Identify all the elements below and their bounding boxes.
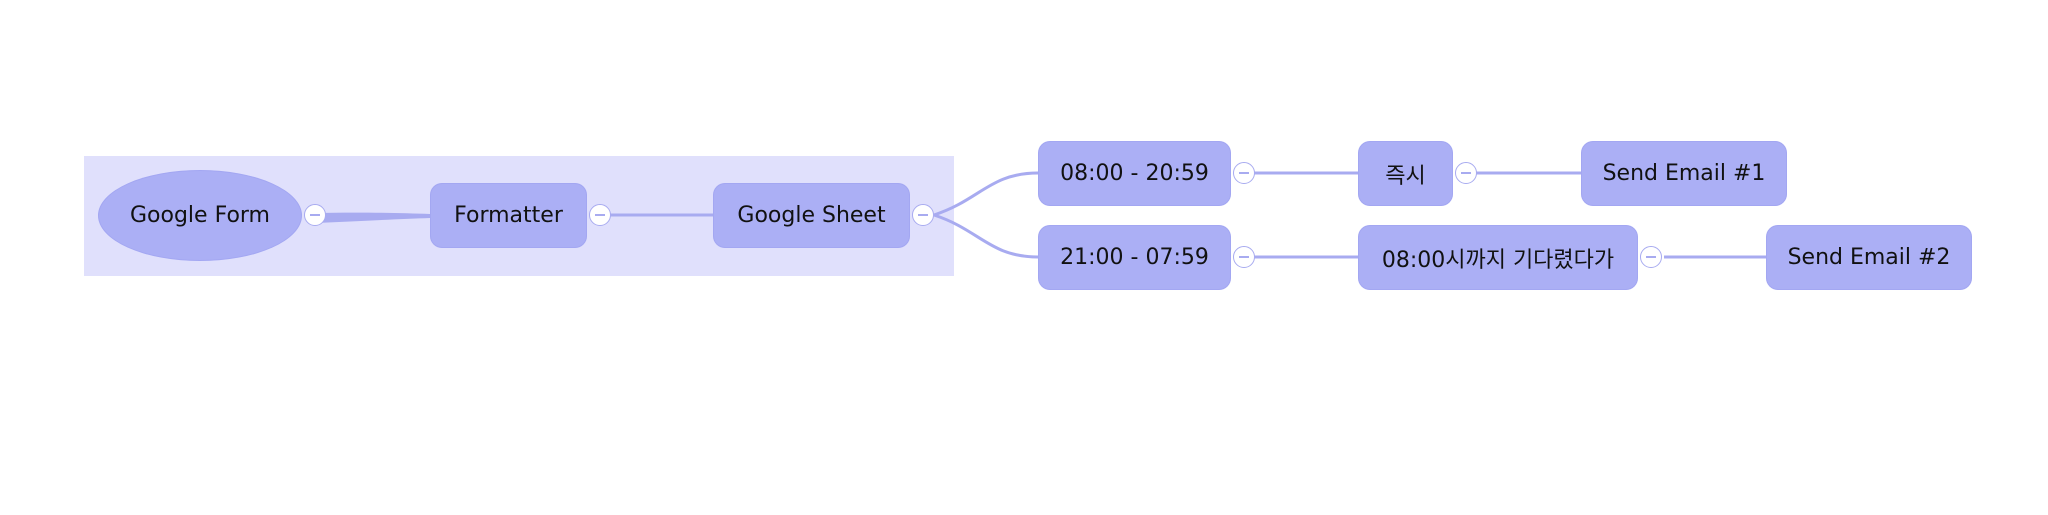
node-send-email-1[interactable]: Send Email #1 bbox=[1581, 141, 1787, 206]
node-send-email-2[interactable]: Send Email #2 bbox=[1766, 225, 1972, 290]
link-google-sheet-time-night bbox=[933, 213, 1039, 259]
node-label: Google Sheet bbox=[737, 203, 886, 228]
node-label: Formatter bbox=[454, 203, 563, 228]
collapse-time-night-icon[interactable] bbox=[1233, 246, 1255, 268]
node-label: Send Email #2 bbox=[1787, 245, 1951, 270]
collapse-time-day-icon[interactable] bbox=[1233, 162, 1255, 184]
collapse-google-sheet-icon[interactable] bbox=[912, 204, 934, 226]
link-google-form-formatter bbox=[316, 212, 430, 223]
node-label: Send Email #1 bbox=[1602, 161, 1766, 186]
node-label: 08:00 - 20:59 bbox=[1060, 161, 1209, 186]
node-label: Google Form bbox=[130, 203, 270, 228]
node-label: 21:00 - 07:59 bbox=[1060, 245, 1209, 270]
node-wait-until-8[interactable]: 08:00시까지 기다렸다가 bbox=[1358, 225, 1638, 290]
collapse-formatter-icon[interactable] bbox=[589, 204, 611, 226]
node-immediately[interactable]: 즉시 bbox=[1358, 141, 1453, 206]
node-google-sheet[interactable]: Google Sheet bbox=[713, 183, 910, 248]
collapse-immediately-icon[interactable] bbox=[1455, 162, 1477, 184]
node-google-form[interactable]: Google Form bbox=[98, 170, 302, 261]
node-label: 즉시 bbox=[1385, 163, 1426, 189]
link-google-sheet-time-day bbox=[933, 171, 1039, 217]
node-time-night[interactable]: 21:00 - 07:59 bbox=[1038, 225, 1231, 290]
node-formatter[interactable]: Formatter bbox=[430, 183, 587, 248]
collapse-wait-until-8-icon[interactable] bbox=[1640, 246, 1662, 268]
node-label: 08:00시까지 기다렸다가 bbox=[1381, 247, 1615, 273]
node-time-day[interactable]: 08:00 - 20:59 bbox=[1038, 141, 1231, 206]
collapse-google-form-icon[interactable] bbox=[304, 204, 326, 226]
